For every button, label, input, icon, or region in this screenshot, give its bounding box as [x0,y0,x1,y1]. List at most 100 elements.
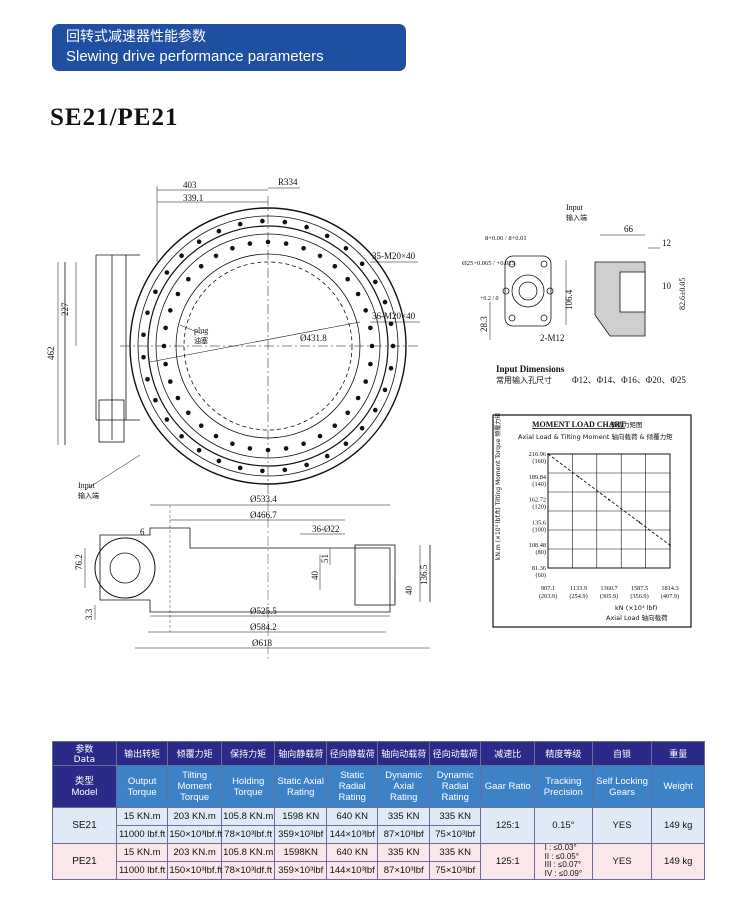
dim-227: 227 [60,302,70,316]
bolt-hole [317,433,323,439]
col-en: Tracking Precision [534,765,593,808]
table-cell: 78×10³ldf.ft [220,861,276,880]
table-cell: 335 KN [377,807,430,826]
table-cell: 75×10³lbf [428,825,482,844]
chart-y-ticks: 216.96(160) 189.84(140) 162.72(120) 135.6(1… [529,451,547,579]
chart-x-label2: Axial Load 轴向载荷 [606,613,668,622]
col-en: Weight [651,765,705,808]
bolt-hole [324,453,330,459]
bolt-hole [304,462,309,468]
bolt-hole [164,270,170,275]
input-28: 28.3 [479,316,489,332]
bolt-hole [301,246,306,251]
bolt-hole [168,379,173,384]
dim-136: 136.5 [419,564,429,585]
precision-cell: 0.15° [534,807,593,844]
precision-level: IV : ≤0.09° [544,868,583,878]
dim-phi618: Ø618 [252,638,272,648]
bolt-hole [260,468,265,474]
dim-phi525: Ø525.5 [250,606,277,616]
precision-level: III : ≤0.07° [544,860,582,870]
table-cell: 105.8 KN.m [220,807,276,826]
bolt-hole [213,253,219,259]
bolt-hole [230,441,235,447]
table-cell: 15 KN.m [115,807,169,826]
table-cell: 78×10³lbf.ft [220,825,276,844]
banner-title-en: Slewing drive performance parameters [66,48,324,65]
bolt-hole [363,379,369,384]
col-en: Holding Torque [220,765,276,808]
side-view [84,500,431,660]
bolt-hole [164,417,170,422]
bolt-hole [230,246,235,251]
table-cell: 105.8 KN.m [220,843,276,862]
chart-x-tick: 1133.9(254.9) [569,585,587,600]
input-bore: Ø25+0.065 / +0.025 [462,260,515,267]
chart-subtitle: Axial Load & Tilting Moment 轴向载荷 & 倾覆力矩 [518,432,673,441]
bolt-hole [282,219,288,225]
input-dims-values: Φ12、Φ14、Φ16、Φ20、Φ25 [572,375,686,385]
bolt-hole [345,410,351,416]
bolt-hole [163,325,168,331]
input-dims-cn: 常用输入孔尺寸 [496,375,552,385]
chart-y-tick: 216.96(160) [529,451,546,465]
precision-cell: I : ≤0.03° II : ≤0.05° III : ≤0.07° IV :… [534,843,593,880]
technical-drawing: 403 339.1 R334 227 462 35-M20×40 36-M20×… [46,177,692,660]
chart-x-tick: 1814.3(407.9) [661,585,679,600]
precision-level: II : ≤0.05° [544,851,579,861]
chart-x-tick: 1587.5(356.9) [630,585,648,600]
input-10: 10 [662,281,672,291]
col-en: Dynamic Axial Rating [377,765,430,808]
chart-point [547,453,549,455]
dim-403: 403 [183,180,197,190]
table-cell: 335 KN [428,843,482,862]
bolt-hole [153,289,158,295]
bolt-hole [304,224,309,230]
weight-cell: 149 kg [651,807,705,844]
bolt-hole [216,228,222,234]
bolt-hole [141,332,146,338]
dim-40b: 40 [404,586,414,596]
bolt-hole [382,387,388,393]
chart-y-tick: 108.48(80) [529,542,546,556]
precision-level: I : ≤0.03° [544,843,577,853]
table-cell: 11000 lbf.ft [115,861,169,880]
bolt-hole [301,441,306,447]
table-cell: 335 KN [377,843,430,862]
table-cell: 203 KN.m [167,807,222,826]
bolt-hole [373,279,378,285]
chart-y-tick: 135.6(100) [532,519,546,533]
bolt-hole [141,354,146,360]
table-cell: 150×10³lbf.ft [167,861,222,880]
ratio-cell: 125:1 [480,807,535,844]
bolt-hole [179,434,184,439]
col-cn: 保持力矩 [220,741,276,766]
chart-title-en: MOMENT LOAD CHART [532,420,626,429]
bolt-hole [179,253,184,258]
label-phi431: Ø431.8 [300,333,327,343]
bolt-hole [388,366,394,371]
col-cn: 减速比 [480,741,535,766]
dim-phi533: Ø533.4 [250,494,277,504]
bolt-hole [198,264,204,269]
bolt-hole [216,458,222,464]
col-en: Dynamic Radial Rating [428,765,482,808]
input-tol: +0.2 / 0 [480,296,499,302]
chart-x-label: kN (×10³ lbf) [615,604,657,612]
dim-339: 339.1 [183,193,203,203]
input-106: 106.4 [564,289,574,310]
chart-y-tick: 189.84(140) [529,474,547,488]
bolt-hole [390,343,396,349]
bolt-hole [213,433,219,439]
bolt-hole [247,446,253,451]
table-cell: 75×10³lbf [428,861,482,880]
bolt-hole [282,467,288,473]
chart-y-tick: 162.72(120) [529,497,546,511]
bolt-hole [283,241,289,246]
bolt-hole [359,261,365,267]
self-locking-cell: YES [591,807,653,844]
bolt-hole [196,239,202,244]
self-locking-cell: YES [591,843,653,880]
bolt-hole [265,239,271,245]
table-row: SE21 15 KN.m 203 KN.m 105.8 KN.m 1598 KN… [52,807,705,844]
